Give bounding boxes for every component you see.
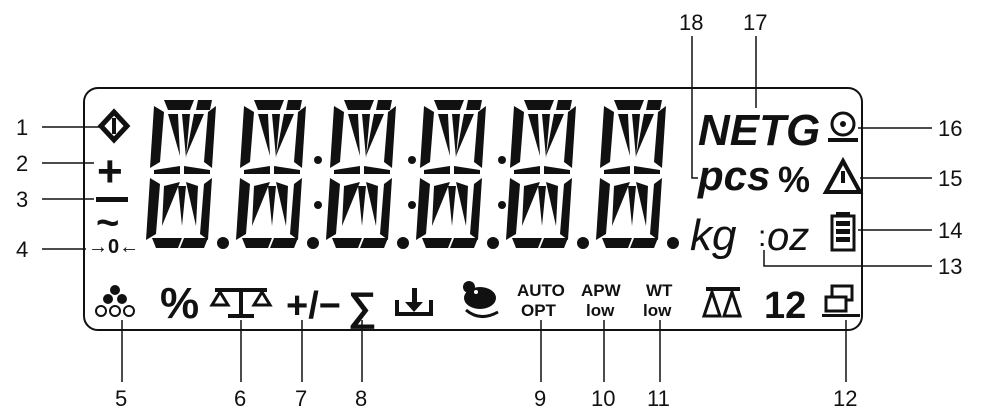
percent-unit-label: % [778,159,810,200]
auto-label: AUTO [517,281,565,300]
digit-1 [146,100,216,248]
apw-label: APW [581,281,622,300]
digit-2 [236,100,306,248]
opt-label: OPT [521,301,557,320]
callout-3: 3 [16,187,28,212]
plus-minus-label: +/− [286,285,341,327]
callout-9: 9 [534,386,546,411]
callout-8: 8 [355,386,367,411]
twelve-label: 12 [764,285,806,327]
decimal-point [307,237,319,249]
callout-13: 13 [938,254,962,279]
plus-sign: + [97,147,123,196]
decimal-point [577,237,589,249]
percent-bottom-label: % [160,279,199,328]
decimal-point [487,237,499,249]
tilde-sign: ~ [96,201,119,245]
display-frame [83,87,863,331]
download-arrow-icon [395,288,433,316]
decimal-point [667,237,679,249]
callout-2: 2 [16,151,28,176]
callout-11: 11 [647,386,670,411]
colon-label: : [758,220,766,253]
callout-18: 18 [679,10,703,35]
leader-lines [42,36,932,382]
balance-scale-icon [209,288,273,318]
oz-label: oz [767,215,809,259]
double-scale-icon [701,287,743,318]
callout-7: 7 [295,386,307,411]
colon-dot [498,156,506,164]
stability-diamond-icon [97,108,131,144]
kg-label: kg [690,211,737,260]
apw-low-label: low [586,301,615,320]
callout-5: 5 [115,386,127,411]
multi-window-icon [822,284,860,317]
colon-dot [498,201,506,209]
decimal-point [397,237,409,249]
callout-17: 17 [743,10,767,35]
callout-1: 1 [16,115,28,140]
digit-5 [506,100,576,248]
digit-3 [326,100,396,248]
dots-cluster-icon [95,285,135,317]
colon-dot [408,156,416,164]
level-icon [828,111,858,142]
callout-12: 12 [833,386,857,411]
segment-digits [146,100,679,249]
digit-6 [596,100,666,248]
callout-15: 15 [938,166,962,191]
callout-10: 10 [591,386,615,411]
battery-icon [830,212,856,252]
colon-dot [314,156,322,164]
callout-6: 6 [234,386,246,411]
netg-label: NETG [698,106,820,155]
minus-sign [96,197,128,202]
callout-numbers: 1 2 3 4 5 6 7 8 9 10 11 12 13 14 15 16 1… [16,10,962,411]
animal-weighing-icon [463,281,499,318]
callout-16: 16 [938,116,962,141]
callout-14: 14 [938,218,962,243]
callout-4: 4 [16,237,28,262]
warning-icon [822,156,864,194]
colon-dot [408,201,416,209]
wt-label: WT [646,281,673,300]
colon-dot [314,201,322,209]
wt-low-label: low [643,301,672,320]
pcs-label: pcs [697,152,770,199]
digit-4 [416,100,486,248]
zero-track-sign: →0← [88,236,139,258]
decimal-point [217,237,229,249]
